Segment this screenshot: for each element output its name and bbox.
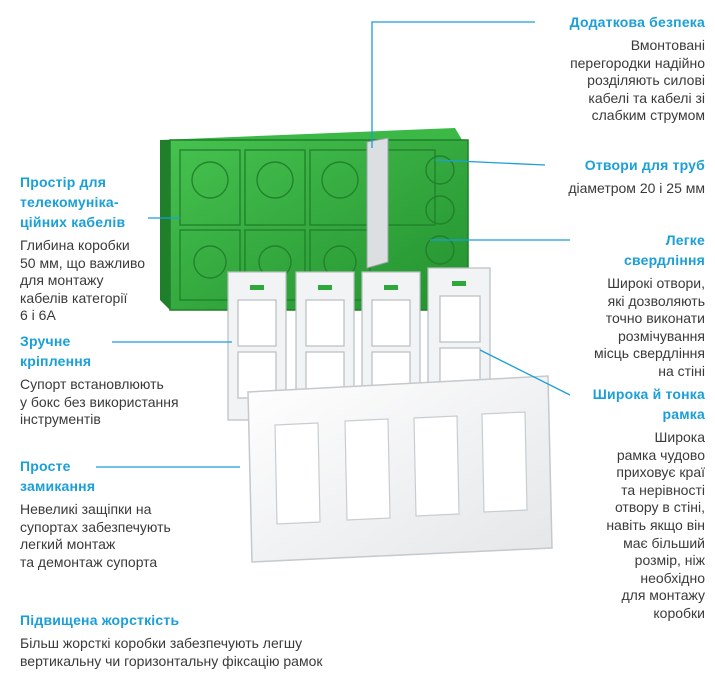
feature-desc: Широка рамка чудово приховує краї та нер… bbox=[606, 429, 705, 621]
feature-title: Широка й тонка рамка bbox=[592, 386, 705, 422]
feature-desc: Глибина коробки 50 мм, що важливо для мо… bbox=[20, 237, 146, 324]
feature-easy-drilling: Легке свердління Широкі отвори, які дозв… bbox=[555, 230, 705, 381]
feature-title: Додаткова безпека bbox=[569, 14, 705, 30]
feature-title: Зручне кріплення bbox=[20, 333, 92, 369]
leader-lines bbox=[96, 21, 571, 468]
feature-pipe-holes: Отвори для труб діаметром 20 і 25 мм bbox=[505, 155, 705, 198]
feature-desc: діаметром 20 і 25 мм bbox=[568, 180, 705, 196]
feature-title: Просте замикання bbox=[20, 458, 96, 494]
feature-desc: Вмонтовані перегородки надійно розділяют… bbox=[570, 37, 705, 124]
feature-title: Простір для телекомуніка- ційних кабелів bbox=[20, 174, 126, 230]
feature-increased-rigidity: Підвищена жорсткість Більш жорсткі короб… bbox=[20, 610, 420, 670]
feature-desc: Широкі отвори, які дозволяють точно вико… bbox=[594, 275, 705, 379]
feature-desc: Супорт встановлюють у бокс без використа… bbox=[20, 376, 179, 428]
feature-title: Легке свердління bbox=[624, 232, 705, 268]
feature-convenient-mount: Зручне кріплення Супорт встановлюють у б… bbox=[20, 331, 220, 429]
feature-desc: Більш жорсткі коробки забезпечують легшу… bbox=[20, 635, 323, 669]
feature-desc: Невеликі защіпки на супортах забезпечуют… bbox=[20, 501, 171, 570]
feature-wide-thin-frame: Широка й тонка рамка Широка рамка чудово… bbox=[555, 384, 705, 623]
feature-simple-lock: Просте замикання Невеликі защіпки на суп… bbox=[20, 456, 230, 571]
feature-title: Підвищена жорсткість bbox=[20, 612, 180, 628]
feature-telecom-space: Простір для телекомуніка- ційних кабелів… bbox=[20, 172, 170, 325]
feature-title: Отвори для труб bbox=[584, 157, 705, 173]
cover-frame bbox=[247, 375, 553, 563]
feature-additional-safety: Додаткова безпека Вмонтовані перегородки… bbox=[505, 12, 705, 125]
